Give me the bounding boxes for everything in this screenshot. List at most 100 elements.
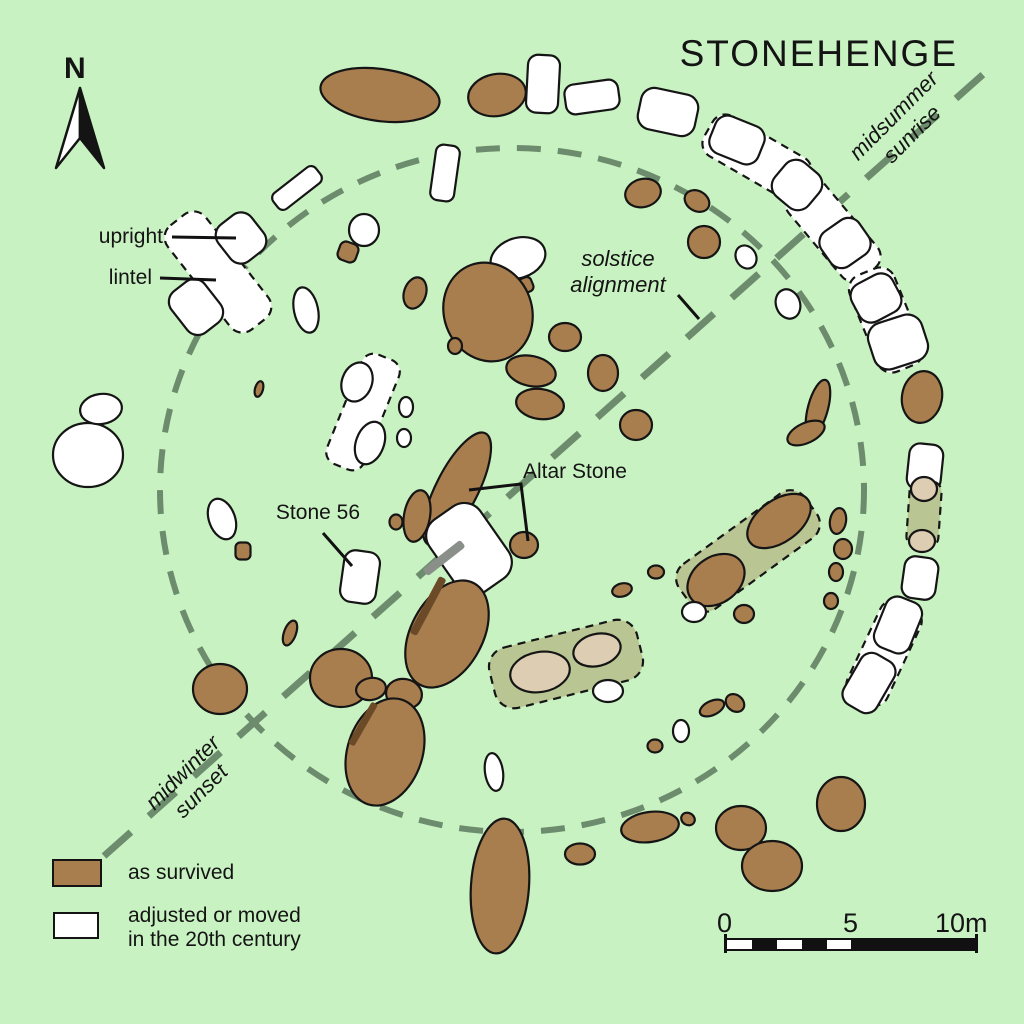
- stone: [909, 475, 939, 503]
- stone: [483, 752, 505, 792]
- stone: [636, 86, 700, 138]
- stone: [746, 492, 812, 550]
- label-upright: upright: [98, 225, 163, 248]
- stone: [680, 600, 708, 624]
- stone: [671, 718, 691, 744]
- page-title: STONEHENGE: [679, 33, 958, 74]
- stone: [292, 286, 320, 334]
- stone: [563, 78, 621, 116]
- stone: [446, 336, 464, 356]
- stone: [388, 513, 404, 531]
- stone: [732, 603, 756, 625]
- scale-tick-0: 0: [717, 908, 733, 938]
- stone: [734, 244, 758, 270]
- stone: [547, 321, 583, 353]
- stone: [515, 387, 565, 421]
- stone: [429, 143, 461, 203]
- scale-tick-10: 10m: [935, 908, 988, 938]
- label-solstice-alignment: solstice alignment: [570, 246, 666, 297]
- legend-swatch-survived: [52, 859, 102, 887]
- leader-line: [468, 482, 530, 542]
- stone: [646, 564, 666, 580]
- stone: [467, 72, 527, 118]
- stone: [191, 662, 249, 716]
- scale-tick-5: 5: [843, 908, 859, 938]
- stone: [828, 507, 848, 535]
- stone: [866, 313, 930, 371]
- stone: [508, 530, 540, 560]
- stone: [624, 177, 662, 209]
- stone: [402, 489, 432, 543]
- stone: [425, 501, 513, 597]
- stone: [708, 114, 766, 166]
- stone: [841, 651, 897, 715]
- stone: [214, 211, 268, 265]
- stone: [355, 676, 387, 702]
- stone: [572, 632, 622, 668]
- stone: [509, 650, 571, 694]
- stone: [618, 408, 654, 442]
- stone: [815, 775, 867, 833]
- stone: [319, 66, 441, 124]
- scale-bar-bar: [725, 938, 977, 951]
- stone: [505, 354, 557, 388]
- stone: [900, 370, 944, 424]
- north-arrow-icon: [54, 86, 106, 170]
- stone: [397, 395, 415, 419]
- stone: [469, 817, 531, 955]
- stone: [872, 595, 924, 655]
- stone: [611, 582, 633, 598]
- stone: [591, 678, 625, 704]
- stone: [78, 392, 124, 426]
- stone: [620, 810, 680, 844]
- stone: [900, 555, 940, 601]
- stone: [442, 261, 534, 363]
- stone: [325, 352, 401, 472]
- stone: [206, 497, 238, 541]
- stone: [849, 272, 903, 324]
- stone: [832, 537, 854, 561]
- stone: [818, 216, 872, 270]
- leader-line: [171, 235, 237, 240]
- stone: [822, 591, 840, 611]
- solstice-alignment-line: [101, 67, 991, 859]
- stone: [586, 353, 620, 393]
- stone: [714, 804, 768, 852]
- stone: [646, 738, 664, 754]
- stone: [686, 224, 722, 260]
- legend-label-survived: as survived: [128, 861, 235, 884]
- stone: [340, 361, 374, 403]
- stone: [347, 212, 381, 248]
- label-altar-stone: Altar Stone: [523, 460, 627, 483]
- stone: [423, 540, 465, 576]
- stone: [786, 419, 826, 447]
- stone: [774, 288, 802, 320]
- label-lintel: lintel: [108, 266, 152, 289]
- stone: [770, 158, 824, 212]
- stone: [724, 693, 746, 713]
- stone: [402, 276, 428, 310]
- legend-swatch-moved: [53, 912, 99, 939]
- stone: [253, 380, 265, 398]
- legend-label-moved: adjusted or moved in the 20th century: [128, 904, 301, 951]
- stone: [353, 420, 387, 466]
- stone: [907, 528, 937, 554]
- stone: [348, 702, 378, 746]
- stone: [395, 427, 413, 449]
- stone: [698, 698, 726, 718]
- stone: [410, 576, 446, 636]
- stone: [271, 164, 323, 212]
- scale-bar: 0 5 10m: [717, 908, 988, 956]
- stone: [234, 541, 252, 561]
- stone: [281, 619, 299, 647]
- stone: [740, 839, 804, 893]
- stone: [167, 277, 225, 337]
- leader-line: [159, 276, 217, 282]
- north-label: N: [64, 52, 86, 85]
- stone: [336, 240, 360, 264]
- stone: [51, 421, 125, 489]
- stone: [524, 53, 562, 115]
- stone: [680, 811, 696, 827]
